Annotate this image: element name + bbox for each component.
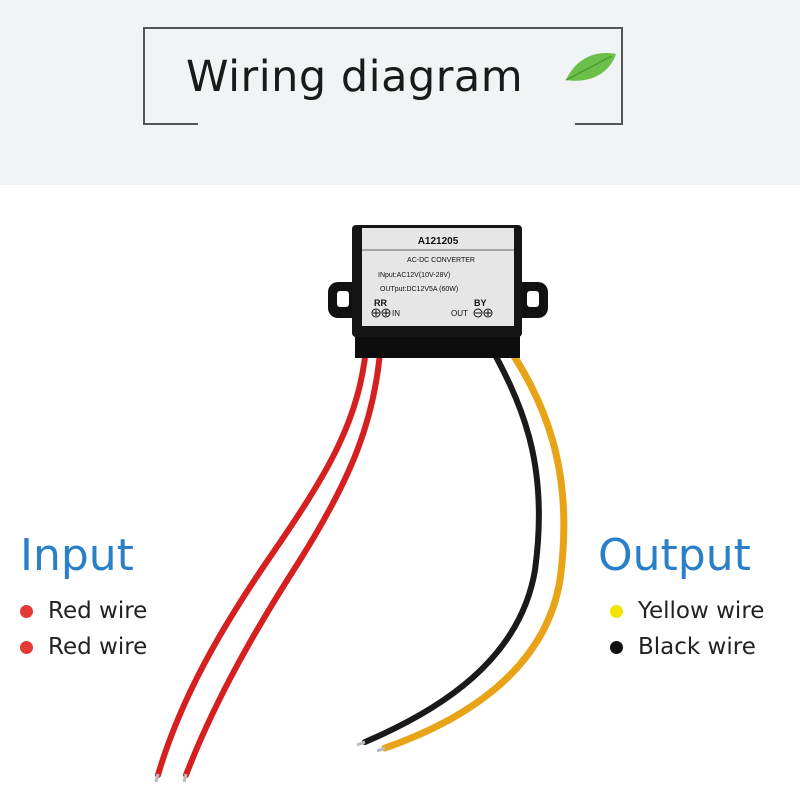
header-band — [0, 0, 800, 185]
input-spec-label: INput:AC12V(10V-28V) — [378, 272, 450, 279]
plus-icon-out — [483, 308, 493, 318]
page-title: Wiring diagram — [186, 52, 524, 102]
output-legend-item-label: Yellow wire — [638, 598, 765, 624]
output-legend-item-label: Black wire — [638, 634, 756, 660]
input-legend-item: Red wire — [20, 598, 147, 624]
red-wire-1 — [155, 337, 370, 778]
input-legend-item-label: Red wire — [48, 634, 148, 660]
output-spec-label: OUTput:DC12V5A (60W) — [380, 286, 458, 293]
minus-icon — [473, 308, 483, 318]
output-legend-item: Yellow wire — [610, 598, 764, 624]
model-label: A121205 — [418, 236, 459, 247]
yellow-dot-icon — [610, 604, 623, 618]
yellow-wire — [381, 334, 568, 752]
output-legend-item: Black wire — [610, 634, 756, 660]
output-legend-title: Output — [598, 530, 751, 581]
black-wire — [362, 335, 542, 745]
left-code-label: RR — [374, 298, 387, 308]
wiring-diagram: A121205 AC-DC CONVERTER INput:AC12V(10V-… — [154, 225, 568, 783]
red-dot-icon — [20, 640, 33, 654]
right-code-label: BY — [474, 298, 487, 308]
red-wire-2 — [183, 337, 384, 778]
plus-icon — [371, 308, 391, 318]
in-label: IN — [392, 309, 400, 318]
input-legend-title: Input — [20, 530, 134, 581]
red-dot-icon — [20, 604, 33, 618]
black-dot-icon — [610, 640, 623, 654]
out-label: OUT — [451, 309, 468, 318]
type-label: AC-DC CONVERTER — [407, 257, 475, 264]
input-legend-item: Red wire — [20, 634, 147, 660]
leaf-icon — [565, 53, 616, 81]
input-legend-item-label: Red wire — [48, 598, 148, 624]
